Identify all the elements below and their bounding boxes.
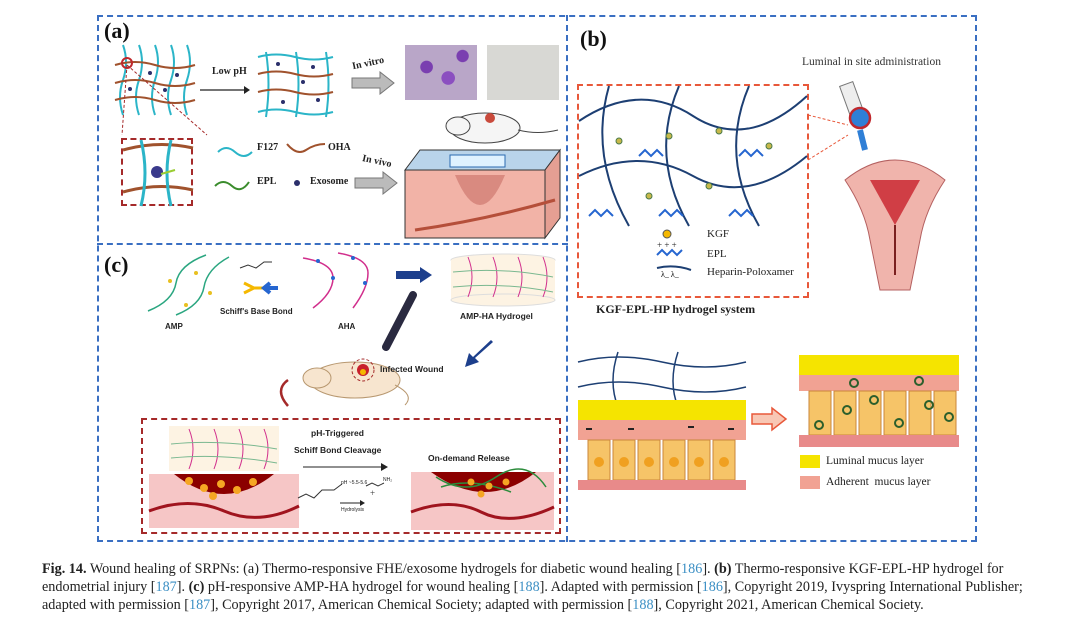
caption-text: ], Copyright 2019, Ivyspring Internation… bbox=[42, 579, 1023, 613]
exosome-icon bbox=[294, 180, 300, 186]
administration-label: Luminal in site administration bbox=[802, 56, 941, 68]
panel-divider-horizontal bbox=[97, 243, 568, 245]
hydrolysis-label: Hydrolysis bbox=[341, 507, 365, 513]
syringe-icon bbox=[838, 80, 872, 151]
hydrogel-on-wound bbox=[148, 426, 300, 528]
caption-text: ]. Adapted with permission [ bbox=[539, 579, 702, 595]
hydrogel-network-after bbox=[257, 51, 334, 118]
micrograph-stained bbox=[405, 45, 477, 100]
legend-kgf: KGF bbox=[707, 228, 730, 240]
skin-wound-block bbox=[404, 148, 561, 240]
legend-adherent: Adherent mucus layer bbox=[826, 476, 931, 488]
legend-f127: F127 bbox=[257, 142, 279, 153]
schiff-bond-label: Schiff's Base Bond bbox=[220, 307, 293, 316]
panel-b-label: (b) bbox=[580, 26, 607, 51]
f127-icon bbox=[217, 147, 253, 157]
infected-wound-label: Infected Wound bbox=[380, 364, 444, 374]
hydrogel-label: AMP-HA Hydrogel bbox=[460, 311, 533, 321]
caption-text: ], Copyright 2017, American Chemical Soc… bbox=[210, 597, 633, 613]
panel-a-label: (a) bbox=[104, 18, 130, 43]
aha-strands bbox=[302, 252, 369, 309]
caption-text: ]. bbox=[702, 561, 715, 577]
uterus-illustration bbox=[844, 159, 946, 291]
ph-triggered-label: pH-Triggered bbox=[311, 428, 364, 438]
citation-link[interactable]: 187 bbox=[188, 597, 211, 613]
hydrogel-cylinder bbox=[450, 253, 556, 307]
figure-caption: Fig. 14. Wound healing of SRPNs: (a) The… bbox=[42, 560, 1042, 614]
heparin-poloxamer-icon: λ_ λ_ bbox=[656, 265, 692, 279]
hydrolysis-reaction: + bbox=[297, 482, 385, 506]
network-closeup bbox=[122, 139, 194, 207]
mucus-after-diagram bbox=[799, 355, 959, 447]
block-arrow-icon bbox=[351, 70, 395, 96]
legend-heparin-poloxamer: Heparin-Poloxamer bbox=[707, 266, 794, 278]
hydrogel-network-diagram bbox=[578, 85, 808, 227]
zoom-inset-box bbox=[121, 138, 194, 207]
low-ph-label: Low pH bbox=[212, 66, 247, 77]
caption-b-label: (b) bbox=[714, 561, 732, 577]
citation-link[interactable]: 187 bbox=[155, 579, 177, 595]
epl-charged-icon: + + + bbox=[656, 240, 683, 257]
schiff-bond-icon bbox=[239, 261, 278, 295]
figure-frame bbox=[97, 15, 977, 542]
released-wound bbox=[410, 468, 555, 530]
ph-condition-label: pH ~5.5-5.6 bbox=[341, 480, 368, 486]
citation-link[interactable]: 188 bbox=[518, 579, 540, 595]
svg-text:+: + bbox=[370, 488, 375, 498]
oha-icon bbox=[286, 143, 326, 153]
arrow-right-outline-icon bbox=[751, 406, 788, 432]
amp-strands bbox=[147, 254, 230, 316]
caption-text: pH-responsive AMP-HA hydrogel for wound … bbox=[204, 579, 519, 595]
on-demand-release-label: On-demand Release bbox=[428, 453, 510, 463]
svg-text:+ + +: + + + bbox=[657, 240, 677, 250]
caption-text: ], Copyright 2021, American Chemical Soc… bbox=[653, 597, 924, 613]
svg-text:λ_ λ_: λ_ λ_ bbox=[661, 270, 680, 279]
curved-arrow-icon bbox=[279, 378, 289, 407]
caption-c-label: (c) bbox=[188, 579, 205, 595]
pipette-icon bbox=[382, 291, 417, 351]
amp-label: AMP bbox=[165, 322, 183, 331]
block-arrow-icon bbox=[354, 170, 398, 196]
citation-link[interactable]: 188 bbox=[632, 597, 654, 613]
adherent-swatch bbox=[800, 476, 820, 489]
legend-epl: EPL bbox=[257, 176, 277, 187]
arrow-right-navy-icon bbox=[396, 267, 432, 283]
system-title: KGF-EPL-HP hydrogel system bbox=[596, 302, 756, 316]
caption-fig-label: Fig. 14. bbox=[42, 561, 87, 577]
mucus-before-diagram bbox=[577, 351, 747, 490]
aha-label: AHA bbox=[338, 322, 356, 331]
caption-text: Wound healing of SRPNs: (a) Thermo-respo… bbox=[86, 561, 682, 577]
arrow-right-icon bbox=[200, 86, 250, 94]
mouse-illustration bbox=[445, 112, 559, 144]
hydrogel-system-box: KGF + + + EPL λ_ λ_ Heparin-Poloxamer bbox=[577, 84, 809, 298]
citation-link[interactable]: 186 bbox=[681, 561, 703, 577]
kgf-icon bbox=[662, 229, 672, 239]
schiff-cleavage-label: Schiff Bond Cleavage bbox=[294, 445, 382, 455]
mouse-wound-illustration bbox=[302, 358, 409, 406]
arrow-right-icon bbox=[303, 463, 388, 471]
caption-text: ]. bbox=[176, 579, 189, 595]
panel-c-label: (c) bbox=[104, 252, 129, 277]
zoom-connector-lines bbox=[121, 64, 208, 136]
legend-exosome: Exosome bbox=[310, 176, 349, 187]
legend-oha: OHA bbox=[328, 142, 351, 153]
epl-icon bbox=[214, 181, 250, 191]
release-mechanism-box: pH-Triggered Schiff Bond Cleavage + pH ~… bbox=[141, 418, 561, 534]
legend-luminal: Luminal mucus layer bbox=[826, 455, 924, 467]
luminal-swatch bbox=[800, 455, 820, 468]
citation-link[interactable]: 186 bbox=[701, 579, 723, 595]
nh2-label: NH₂ bbox=[383, 477, 393, 483]
legend-epl-b: EPL bbox=[707, 248, 727, 260]
zoom-connector-lines-b bbox=[807, 114, 849, 161]
caption-text: Thermo-responsive KGF-EPL-HP hydrogel fo… bbox=[42, 561, 1004, 595]
panel-divider-vertical bbox=[566, 15, 568, 542]
arrow-down-left-navy-icon bbox=[465, 340, 493, 367]
micrograph-tube-formation bbox=[487, 45, 559, 100]
